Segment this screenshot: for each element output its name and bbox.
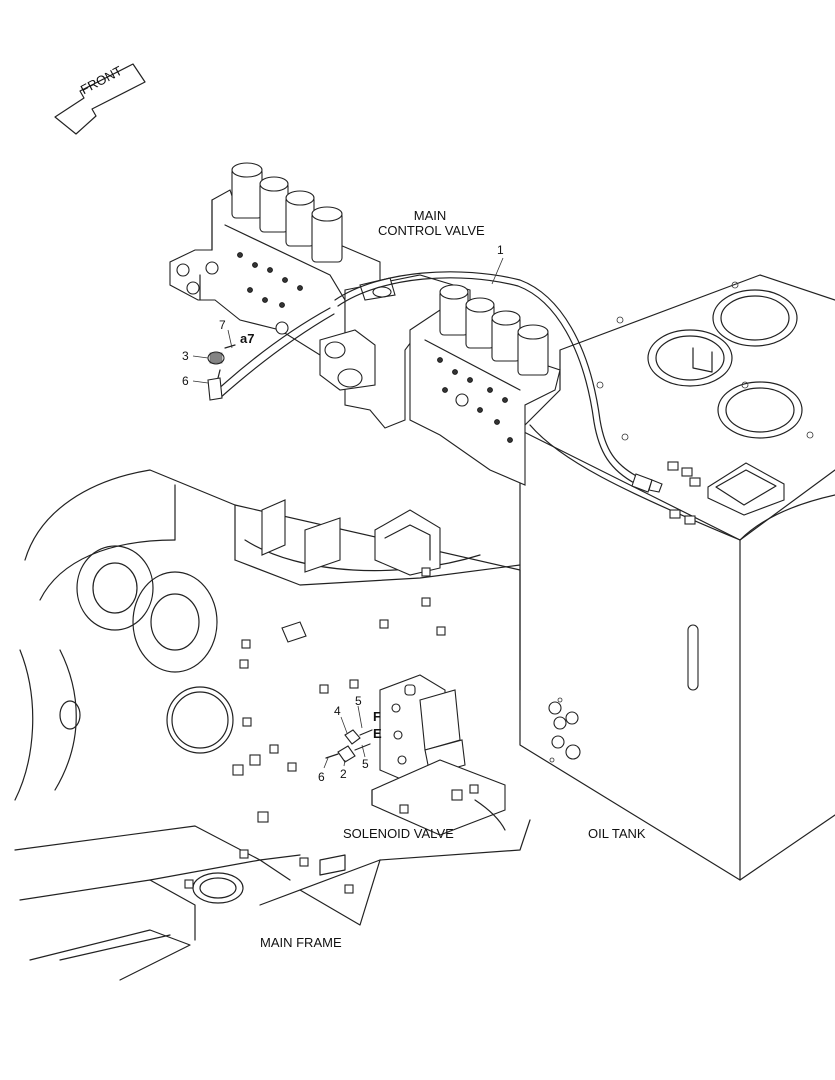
callout-1: 1 — [497, 243, 504, 257]
main-control-valve — [169, 162, 561, 486]
fitting-2 — [325, 743, 371, 763]
oil-tank-label: OIL TANK — [588, 826, 646, 841]
main-control-valve-label-line1: MAIN — [413, 208, 447, 223]
callout-6-bottom: 6 — [318, 770, 325, 784]
port-label-e: E — [373, 726, 382, 741]
main-control-valve-label-line2: CONTROL VALVE — [378, 223, 485, 238]
hose-left — [207, 307, 335, 401]
main-frame-label: MAIN FRAME — [260, 935, 342, 950]
callout-5-bottom: 5 — [362, 757, 369, 771]
solenoid-valve — [371, 674, 506, 836]
callout-a7: a7 — [240, 331, 255, 346]
solenoid-valve-label: SOLENOID VALVE — [343, 826, 454, 841]
callout-5-top: 5 — [355, 694, 362, 708]
port-label-f: F — [373, 709, 381, 724]
callout-6-top: 6 — [182, 374, 189, 388]
leader-lines — [192, 257, 504, 769]
callout-7: 7 — [219, 318, 226, 332]
main-frame — [14, 469, 531, 981]
front-arrow-icon — [54, 63, 146, 135]
main-control-valve-label: MAIN CONTROL VALVE — [378, 208, 485, 238]
callout-4: 4 — [334, 704, 341, 718]
callout-2: 2 — [340, 767, 347, 781]
oil-tank — [519, 274, 835, 881]
fitting-3 — [207, 344, 236, 379]
hose-1 — [334, 271, 663, 493]
callout-3: 3 — [182, 349, 189, 363]
fitting-4 — [344, 729, 373, 745]
